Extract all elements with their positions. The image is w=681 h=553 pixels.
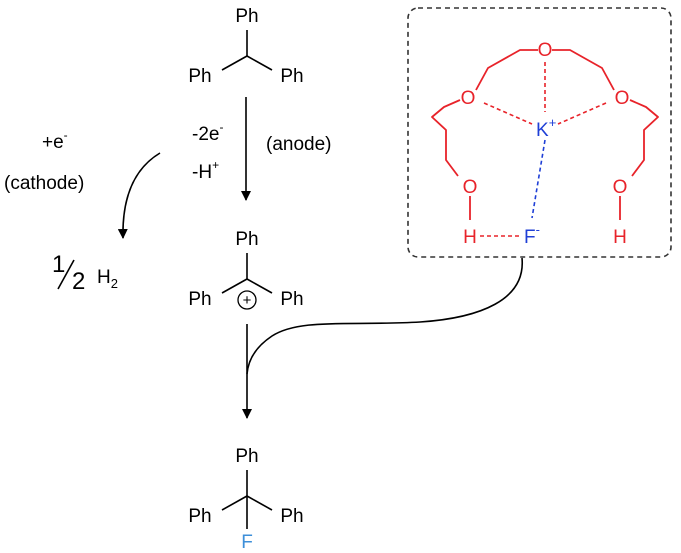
oxygen-atom-5: O [613,177,628,198]
glyme-atoms: O O O O O H H [461,40,630,248]
trityl-cation: Ph Ph Ph [188,229,303,310]
trityl-fluoride: Ph Ph Ph F [188,446,303,553]
substrate-ph-top: Ph [235,6,258,27]
svg-text:+: + [243,292,252,309]
product-bonds [221,470,273,529]
product-ph-right: Ph [280,506,303,527]
hydrogen-atom-left: H [463,227,477,248]
reagent-connector-curve [246,257,523,375]
fraction-numerator: 1 [52,251,65,278]
cation-ph-left: Ph [188,289,211,310]
product-ph-left: Ph [188,506,211,527]
glyme-chain [431,49,659,220]
oxygen-atom-3: O [538,40,553,61]
hydrogen-atom-right: H [613,227,627,248]
product-fluorine: F [241,532,253,553]
coordination-bonds [480,62,607,237]
fluoride-anion: F- [524,222,540,248]
substrate-ph-left: Ph [188,66,211,87]
reagent-minus-h: -H+ [192,158,219,183]
product-ph-top: Ph [235,446,258,467]
substrate-triphenylmethane: Ph Ph Ph [188,6,303,87]
substrate-bonds [221,30,273,71]
inset-box [407,7,672,258]
cation-ph-right: Ph [280,289,303,310]
potassium-cation: K+ [536,115,556,141]
h2-label: H2 [97,267,118,291]
cathode-label: (cathode) [4,173,84,194]
cation-bonds [221,253,273,294]
anode-label: (anode) [266,134,332,155]
fraction-denominator: 2 [72,268,85,295]
reagent-minus-2e: -2e- [192,120,223,145]
cathode-arrow [117,152,161,239]
fraction-slash [57,259,75,290]
cation-ph-top: Ph [235,229,258,250]
cathode-electron: +e- [42,128,68,153]
oxygen-atom-2: O [461,88,476,109]
positive-charge: + [237,290,257,310]
hydrogen-product: 1 2 H2 [52,251,118,295]
oxygen-atom-4: O [615,88,630,109]
oxygen-atom-1: O [463,177,478,198]
substrate-ph-right: Ph [280,66,303,87]
